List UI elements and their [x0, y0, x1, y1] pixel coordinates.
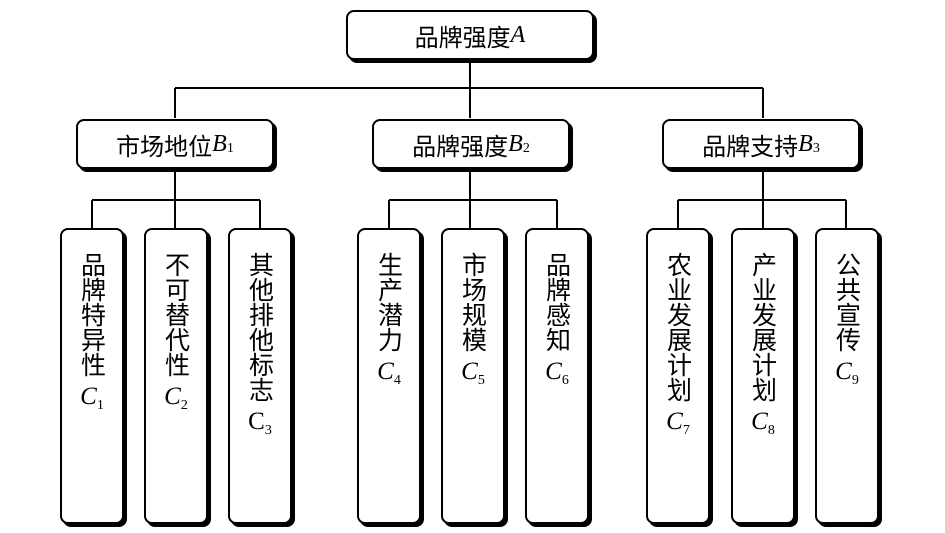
leaf-label: 其他排他标志	[245, 252, 275, 402]
leaf-node: 其他排他标志 C3	[228, 228, 292, 524]
leaf-variable: C	[164, 383, 181, 410]
root-variable: A	[510, 21, 526, 48]
root-label: 品牌强度	[414, 23, 511, 52]
group-subscript: 2	[522, 141, 530, 156]
leaf-variable: C	[666, 408, 683, 435]
leaf-node: 品牌感知 C6	[525, 228, 589, 524]
leaf-subscript: 6	[561, 373, 569, 388]
leaf-subscript: 8	[767, 423, 775, 438]
leaf-node: 农业发展计划 C7	[646, 228, 710, 524]
leaf-subscript: 4	[393, 373, 401, 388]
leaf-variable: C	[80, 383, 97, 410]
leaf-label: 公共宣传	[832, 252, 862, 352]
leaf-node: 市场规模 C5	[441, 228, 505, 524]
group-label: 品牌支持	[702, 132, 799, 161]
leaf-subscript: 2	[180, 398, 188, 413]
group-variable: B	[508, 130, 523, 157]
leaf-label: 农业发展计划	[663, 252, 693, 402]
leaf-subscript: 3	[264, 423, 272, 438]
leaf-label: 生产潜力	[374, 252, 404, 352]
leaf-subscript: 7	[682, 423, 690, 438]
leaf-variable: C	[751, 408, 768, 435]
leaf-label: 市场规模	[458, 252, 488, 352]
leaf-variable: C	[461, 358, 478, 385]
group-variable: B	[798, 130, 813, 157]
leaf-variable: C	[545, 358, 562, 385]
group-variable: B	[212, 130, 227, 157]
leaf-subscript: 9	[851, 373, 859, 388]
leaf-variable: C	[377, 358, 394, 385]
leaf-node: 品牌特异性 C1	[60, 228, 124, 524]
leaf-node: 公共宣传 C9	[815, 228, 879, 524]
leaf-variable: C	[248, 408, 265, 435]
leaf-variable: C	[835, 358, 852, 385]
leaf-node: 不可替代性 C2	[144, 228, 208, 524]
leaf-label: 不可替代性	[161, 252, 191, 377]
leaf-subscript: 1	[96, 398, 104, 413]
leaf-label: 产业发展计划	[748, 252, 778, 402]
group-subscript: 1	[226, 141, 234, 156]
leaf-node: 生产潜力 C4	[357, 228, 421, 524]
group-label: 品牌强度	[412, 132, 509, 161]
leaf-subscript: 5	[477, 373, 485, 388]
leaf-label: 品牌特异性	[77, 252, 107, 377]
group-label: 市场地位	[116, 132, 213, 161]
group-subscript: 3	[812, 141, 820, 156]
leaf-node: 产业发展计划 C8	[731, 228, 795, 524]
leaf-label: 品牌感知	[542, 252, 572, 352]
